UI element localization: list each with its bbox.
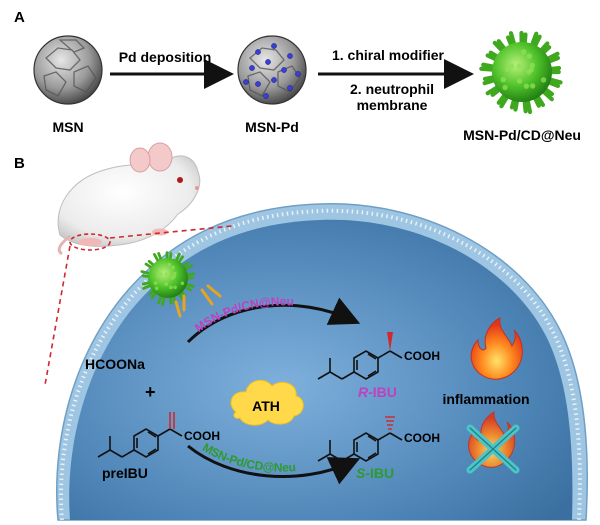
arrow-to-r-ibu xyxy=(186,297,361,344)
ath-cloud-icon xyxy=(230,379,304,426)
panel-a-label: A xyxy=(14,9,25,26)
r-ibu-structure xyxy=(317,350,403,380)
s-ibu-hash-bond xyxy=(385,416,395,430)
particle-label-msn-pd-cd-neu: MSN-Pd/CD@Neu xyxy=(463,127,581,143)
plus-sign: + xyxy=(145,382,156,402)
fire-crossed-icon xyxy=(466,411,520,474)
arrow-label-membrane: membrane xyxy=(357,97,428,113)
s-ibu-structure xyxy=(317,432,403,462)
neutrophil-coated-particle-icon xyxy=(479,30,563,115)
fire-icon xyxy=(470,317,523,380)
arrow-to-s-ibu xyxy=(187,444,361,485)
ath-label: ATH xyxy=(252,398,280,414)
preibu-label: preIBU xyxy=(102,465,148,481)
arrow-label-neutrophil: 2. neutrophil xyxy=(350,81,434,97)
r-ibu-wedge xyxy=(387,332,393,351)
zoom-indicator xyxy=(44,225,233,386)
r-ibu-cooh: COOH xyxy=(404,349,440,363)
docked-nanoparticle-icon xyxy=(140,251,196,307)
particle-label-msn: MSN xyxy=(52,119,83,135)
cell-body xyxy=(56,203,588,521)
s-ibu-cooh: COOH xyxy=(404,431,440,445)
r-ibu-label: R-IBU xyxy=(358,384,397,400)
arrow-label-pd-deposition: Pd deposition xyxy=(119,49,212,65)
particle-label-msn-pd: MSN-Pd xyxy=(245,119,299,135)
preibu-cooh: COOH xyxy=(184,429,220,443)
panel-b-label: B xyxy=(14,155,25,172)
arrow-label-chiral-modifier: 1. chiral modifier xyxy=(332,47,445,63)
msn-particle-icon xyxy=(33,35,103,105)
mouse-illustration xyxy=(57,142,201,256)
s-ibu-label: S-IBU xyxy=(356,465,394,481)
reagent-hcoona: HCOONa xyxy=(85,356,145,372)
preibu-structure xyxy=(97,412,183,458)
msn-pd-particle-icon xyxy=(237,35,307,105)
inflammation-label: inflammation xyxy=(442,391,529,407)
receptor-icon xyxy=(174,284,222,318)
